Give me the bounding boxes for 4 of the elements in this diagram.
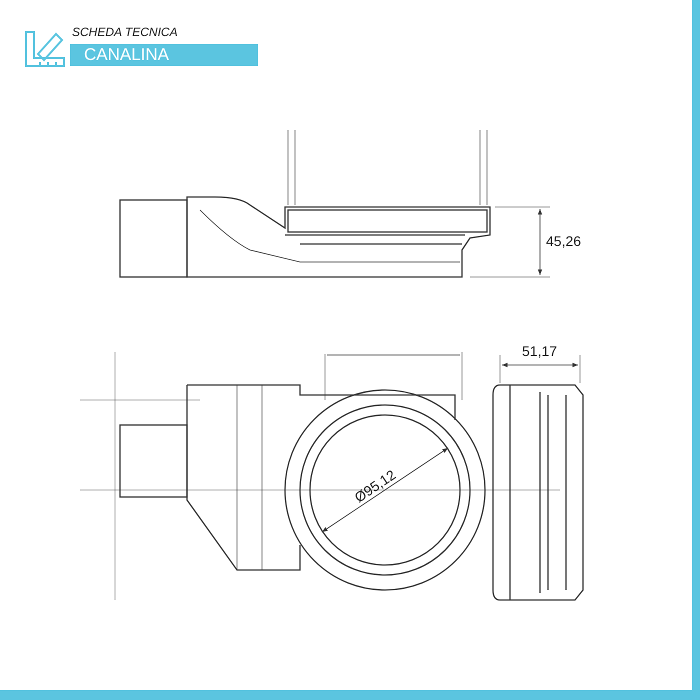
sheet-type-text: SCHEDA TECNICA bbox=[72, 25, 178, 39]
dimension-label: 45,26 bbox=[546, 233, 582, 249]
title: CANALINA bbox=[84, 45, 170, 65]
dimension-label: 51,17 bbox=[522, 343, 558, 359]
